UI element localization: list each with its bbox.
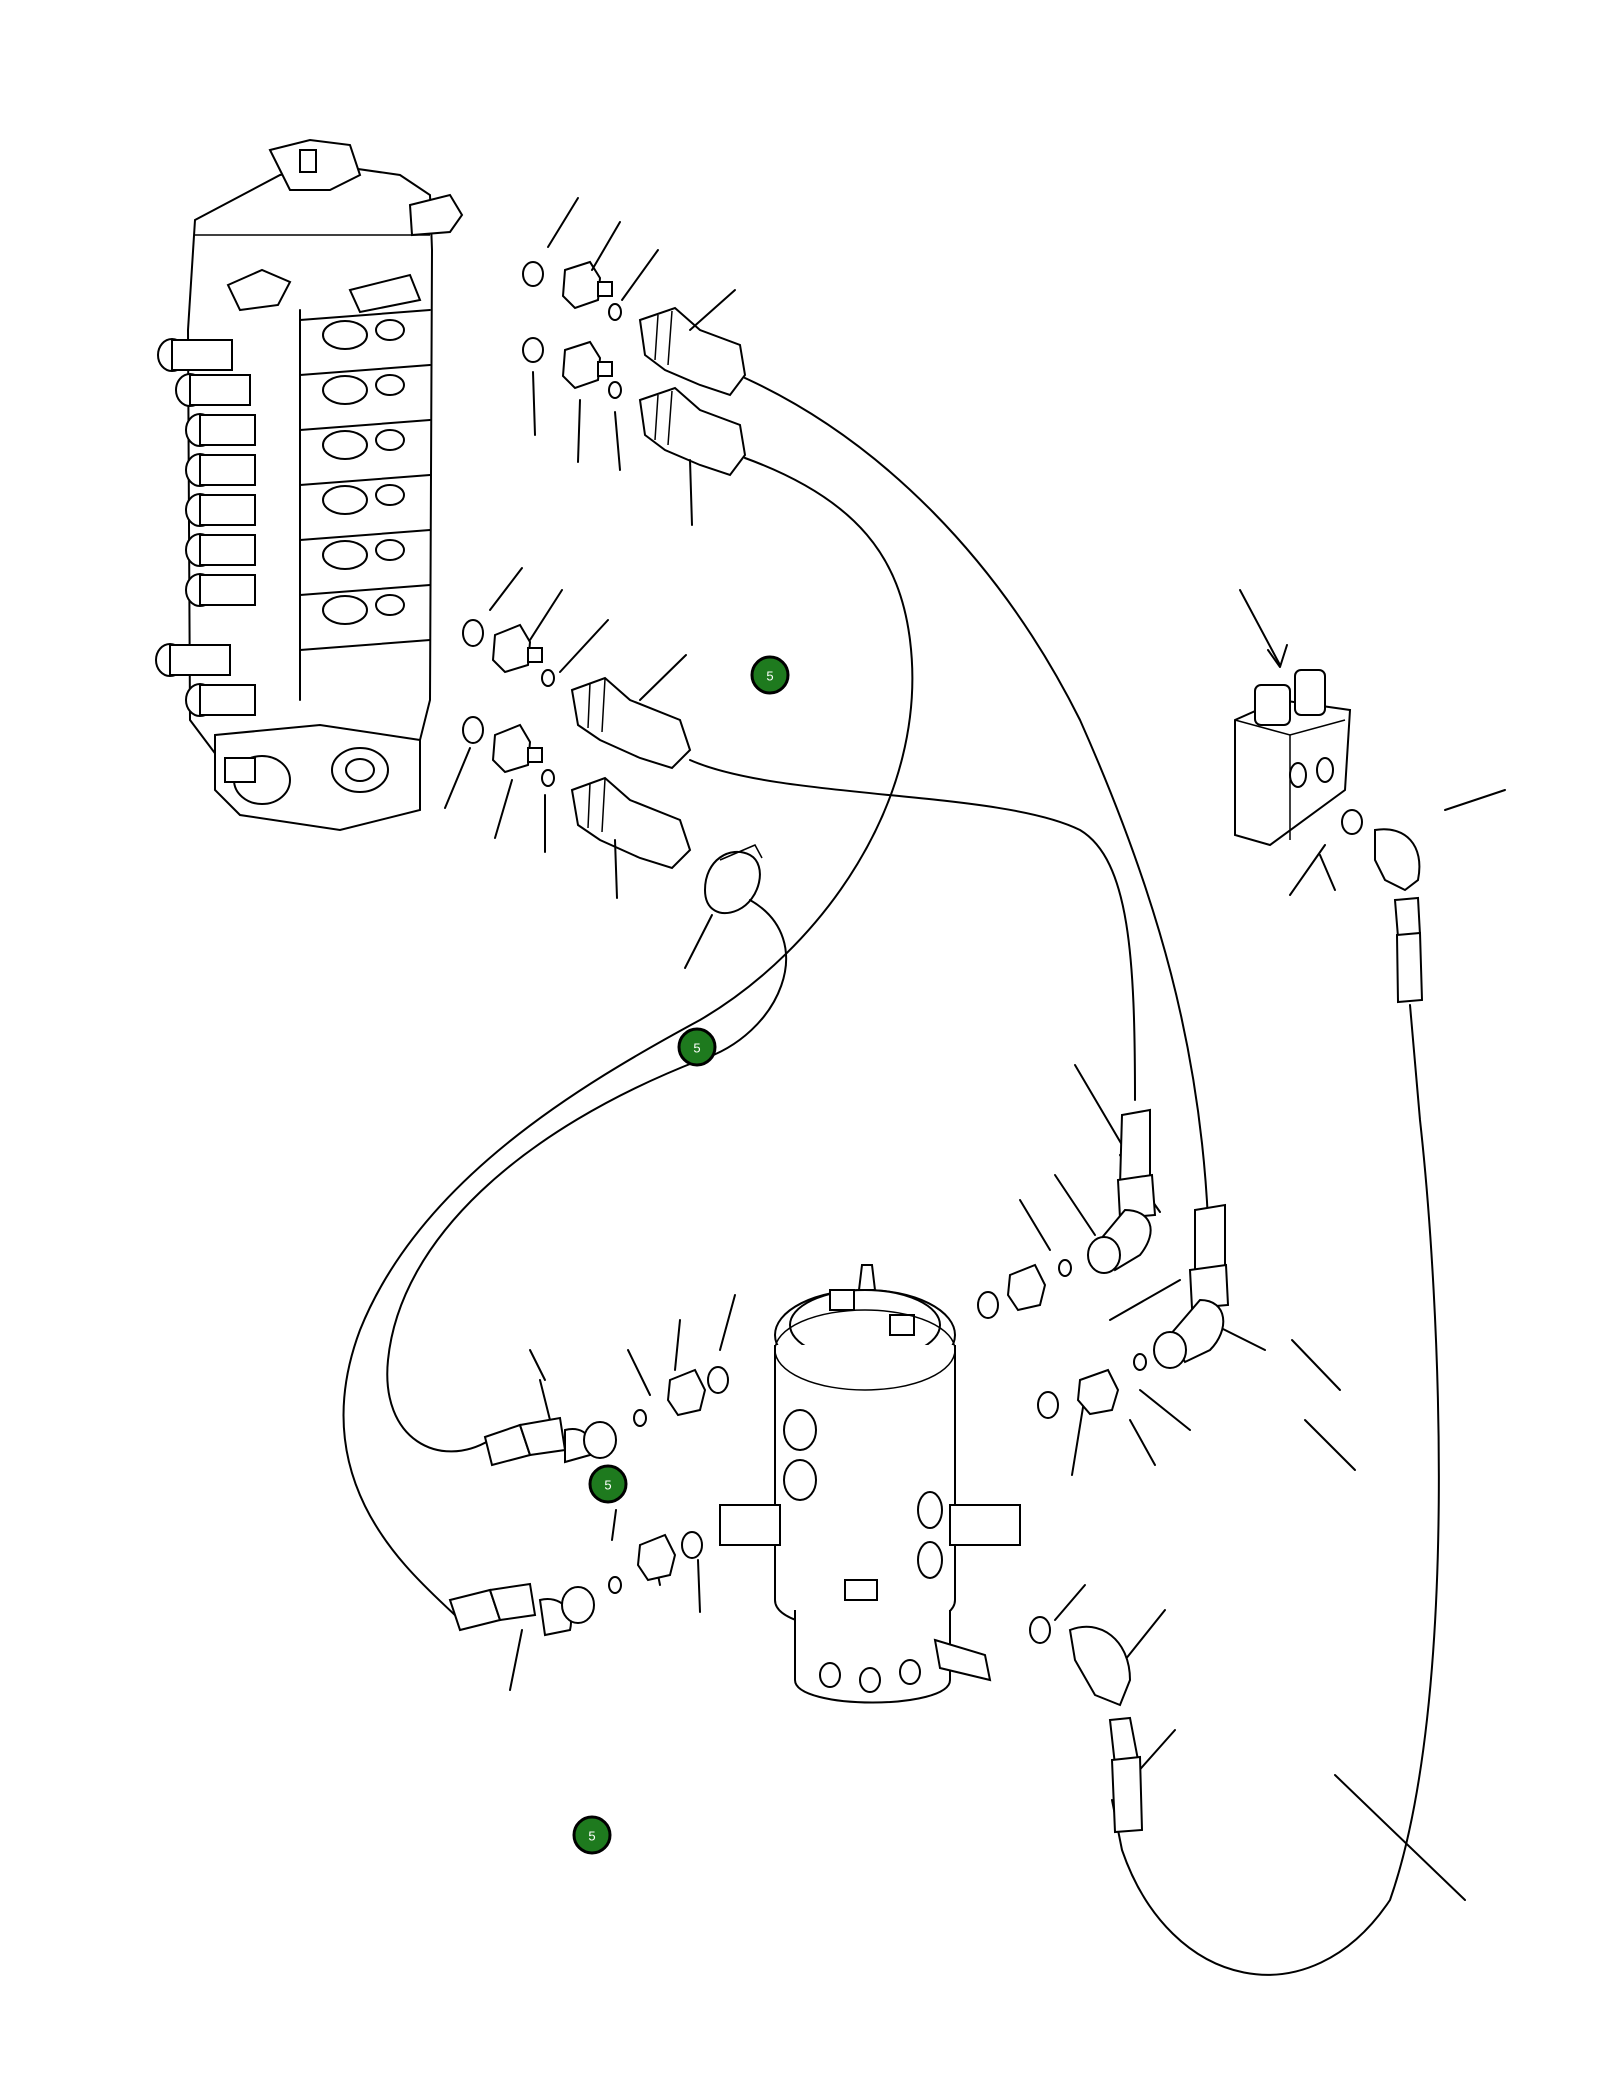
callout-5-upper[interactable]: 5	[750, 655, 790, 695]
fitting-set-upper	[522, 260, 747, 477]
control-valve-assembly	[155, 138, 464, 832]
callout-5-left-hose[interactable]: 5	[677, 1027, 717, 1067]
fitting-set-middle	[462, 619, 763, 915]
auxiliary-valve	[1234, 589, 1424, 1004]
callout-5-center-label: 5	[604, 1478, 611, 1493]
callout-5-lower-label: 5	[588, 1829, 595, 1844]
callout-5-lower[interactable]: 5	[572, 1815, 612, 1855]
hose-lines	[342, 377, 1440, 1976]
callout-5-left-hose-label: 5	[693, 1041, 700, 1056]
hose-end-fittings	[448, 1108, 1230, 1637]
swivel-joint	[719, 1264, 1021, 1704]
callout-5-upper-label: 5	[766, 669, 773, 684]
callout-5-center[interactable]: 5	[588, 1464, 628, 1504]
swivel-fittings	[608, 1259, 1147, 1834]
leader-lines	[444, 197, 1506, 1901]
